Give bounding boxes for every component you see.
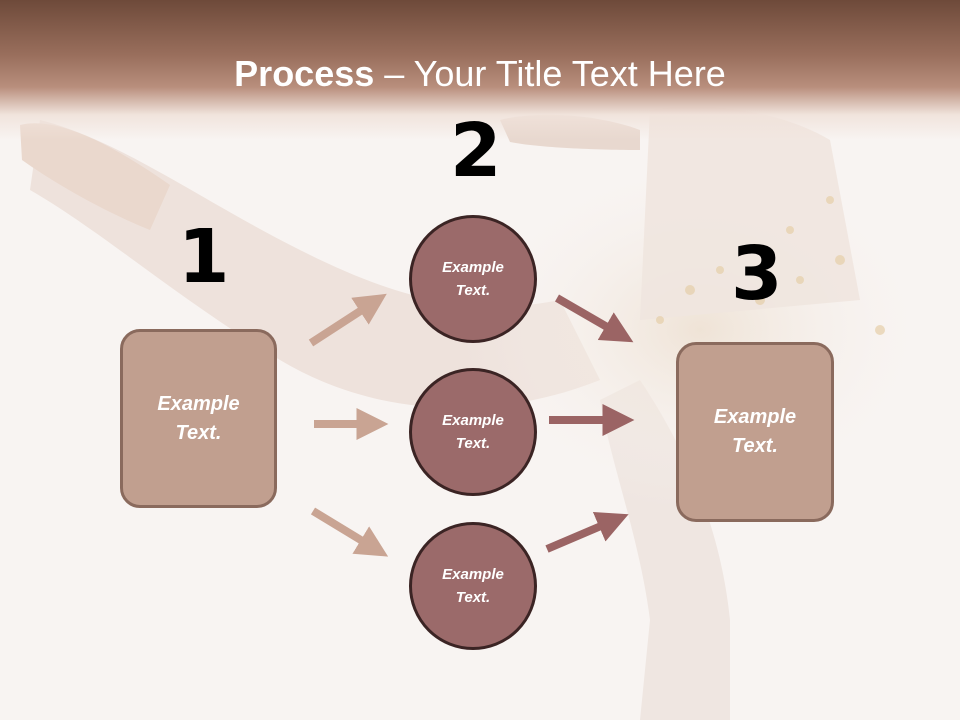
circle-middle: Example Text. — [409, 368, 537, 496]
left-box: Example Text. — [120, 329, 277, 508]
circle-top: Example Text. — [409, 215, 537, 343]
arrow-top-to-right — [554, 294, 634, 343]
circle-top-text: Example Text. — [442, 259, 504, 299]
arrow-left-to-top — [308, 293, 387, 347]
title-bar — [0, 0, 960, 140]
arrow-left-to-bottom — [310, 507, 389, 557]
circle-bottom: Example Text. — [409, 522, 537, 650]
circle-middle-text: Example Text. — [442, 412, 504, 452]
title-bold: Process — [234, 53, 375, 94]
right-box: Example Text. — [676, 342, 834, 522]
circle-bottom-text: Example Text. — [442, 566, 504, 606]
slide-title: Process – Your Title Text Here — [0, 52, 960, 96]
left-box-text: Example Text. — [157, 392, 240, 444]
step-number-1: 1 — [178, 214, 230, 300]
step-number-2: 2 — [450, 108, 502, 194]
arrow-bottom-to-right — [545, 512, 629, 553]
step-number-3: 3 — [731, 231, 783, 317]
title-rest: – Your Title Text Here — [374, 53, 726, 94]
right-box-text: Example Text. — [713, 406, 797, 457]
